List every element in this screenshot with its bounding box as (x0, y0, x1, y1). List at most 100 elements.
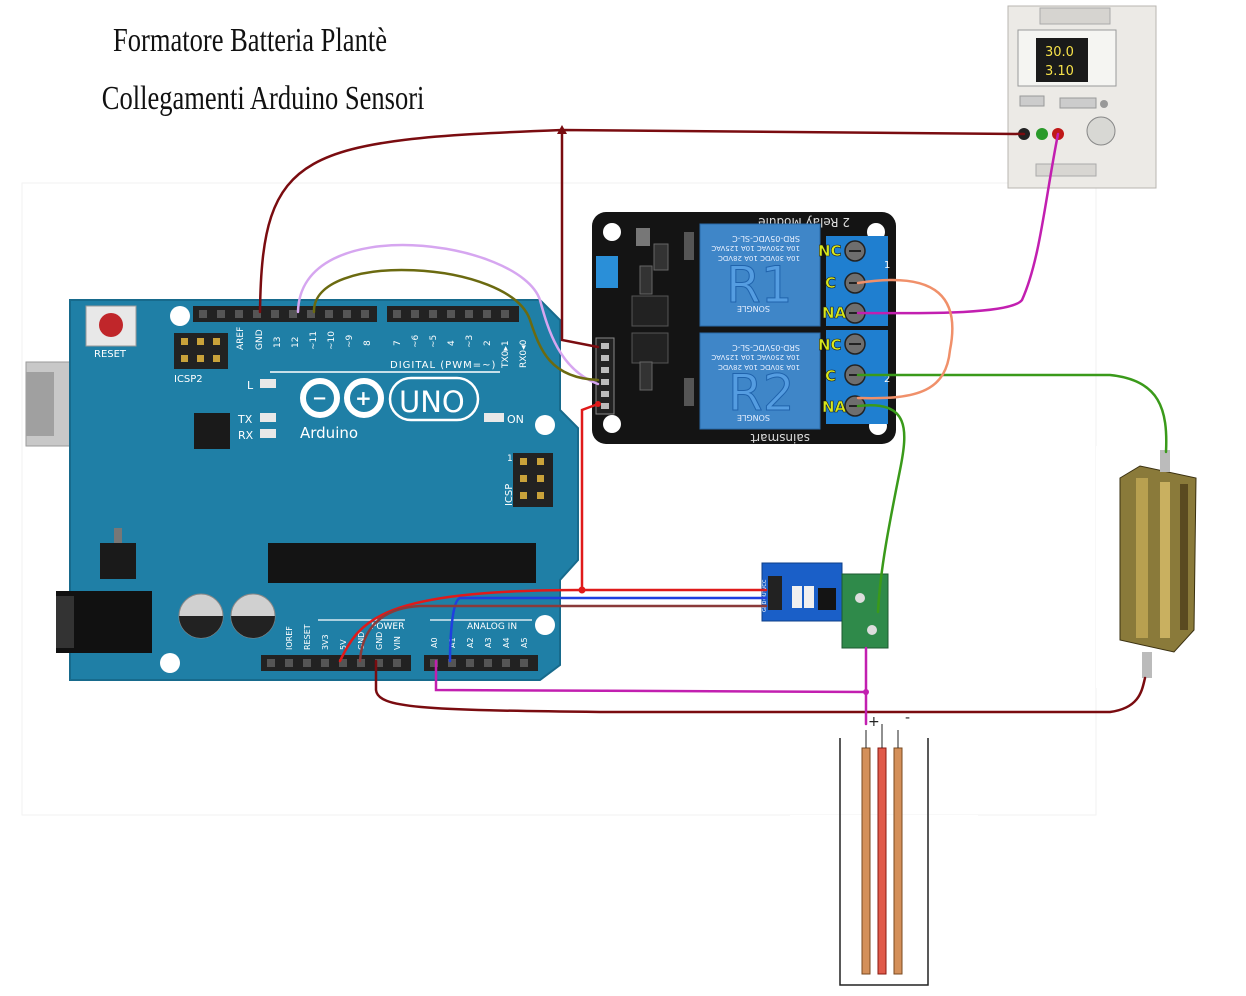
terminal-c-1: C (825, 274, 836, 292)
icsp2-label: ICSP2 (174, 374, 203, 385)
wire-relay-resistor (856, 373, 1168, 454)
diagram-title: Formatore Batteria Plantè (113, 22, 387, 59)
pin-label-8: 8 (363, 340, 373, 346)
digital-label: DIGITAL (PWM=~) (390, 360, 496, 371)
psu-terminal-ground (1036, 128, 1048, 140)
relay-brand: sainsmart (750, 431, 810, 445)
power-pin-vin: VIN (393, 636, 402, 650)
pin-label-2: 2 (483, 340, 493, 346)
wire-arrow (557, 125, 567, 134)
wire-pin11 (312, 268, 600, 382)
relay2-text3: 10A 30VDC 10A 28VDC (718, 363, 800, 371)
model-label: UNO (399, 385, 465, 419)
wire-gnd-battery (374, 659, 1147, 714)
relay2-text: SRD-05VDC-SL-C (732, 343, 800, 352)
relay-number-1: 1 (884, 260, 890, 271)
relay1-text: SRD-05VDC-SL-C (732, 234, 800, 243)
pin-label-4: 4 (447, 340, 457, 346)
terminal-na-2: NA (822, 398, 847, 416)
relay-r2-label: R2 (728, 364, 795, 422)
power-label: POWER (371, 622, 404, 632)
arduino-infinity-logo (300, 378, 384, 418)
battery-minus-label: - (905, 710, 910, 726)
power-resistor (1096, 446, 1222, 688)
analog-pin-a1: A1 (448, 637, 457, 648)
wires (258, 128, 1168, 726)
sensor-label-vcc: VCC (762, 579, 768, 590)
relay1-text3: 10A 30VDC 10A 28VDC (718, 254, 800, 262)
led-on (484, 413, 504, 422)
analog-pin-a2: A2 (466, 637, 475, 648)
analog-pin-a4: A4 (502, 637, 511, 648)
power-header (261, 655, 411, 671)
power-pin-ioref: IOREF (285, 626, 294, 650)
relay-2 (699, 332, 821, 430)
wire-psu-relay-common (560, 128, 600, 349)
analog-pin-a5: A5 (520, 637, 529, 648)
wire-relay-sensor (856, 403, 906, 614)
power-supply: 30.0 3.10 (1007, 5, 1157, 189)
plate-negative-right (893, 747, 903, 975)
pin-label-12: 12 (291, 337, 301, 348)
pin-label-9: ~9 (345, 334, 355, 348)
relay2-text4: SONGLE (737, 413, 770, 422)
atmega-chip (268, 543, 536, 583)
psu-voltage: 30.0 (1045, 45, 1074, 60)
svg-text:+: + (355, 386, 372, 410)
reset-button (99, 313, 123, 337)
plate-negative-left (861, 747, 871, 975)
power-pin-3v3: 3V3 (321, 634, 330, 650)
power-pin-gnd1: GND (357, 632, 366, 650)
current-sensor: VCC OUT GND (761, 562, 889, 649)
pin-label-tx: TX0▸1 (501, 340, 511, 369)
wire-a0-battery (434, 646, 868, 694)
plate-positive (877, 747, 887, 975)
led-label-rx: RX (238, 429, 254, 442)
pin-label-7: 7 (393, 340, 403, 346)
svg-text:−: − (312, 388, 327, 409)
pin-label-3: ~3 (465, 335, 475, 348)
pin-label-aref: AREF (236, 327, 246, 350)
plante-battery-cell: + - (790, 710, 978, 996)
wire-gnd-psu (258, 128, 1026, 314)
terminal-nc-1: NC (818, 242, 842, 260)
led-label-tx: TX (237, 413, 253, 426)
arduino-logo-text: Arduino (300, 424, 358, 442)
power-pin-gnd2: GND (375, 632, 384, 650)
wire-sensor-a1 (448, 596, 768, 663)
psu-display (1036, 38, 1088, 82)
wire-sensor-gnd (358, 604, 768, 663)
relay1-text4: SONGLE (737, 304, 770, 313)
relay-1 (699, 223, 821, 327)
pin-label-10: ~10 (327, 331, 337, 350)
terminal-c-2: C (825, 367, 836, 385)
analog-label: ANALOG IN (467, 622, 517, 632)
led-label-l: L (247, 379, 254, 392)
terminal-na-1: NA (822, 304, 847, 322)
power-pin-reset: RESET (303, 624, 312, 650)
wire-psu-relay (856, 132, 1060, 315)
led-l (260, 379, 276, 388)
pin-label-11: ~11 (309, 331, 319, 350)
terminal-nc-2: NC (818, 336, 842, 354)
led-tx (260, 413, 276, 422)
psu-current: 3.10 (1045, 64, 1074, 79)
chip-small (194, 413, 230, 449)
analog-pin-a3: A3 (484, 637, 493, 648)
power-pin-5v: 5V (339, 639, 348, 650)
battery-plus-label: + (868, 714, 880, 730)
icsp-pin1: 1 (507, 454, 513, 464)
relay1-text2: 10A 250VAC 10A 125VAC (711, 244, 800, 252)
pin-label-6: ~6 (411, 334, 421, 348)
wire-relay-bridge (856, 278, 954, 400)
analog-pin-a0: A0 (430, 637, 439, 648)
wire-pin12 (296, 243, 600, 386)
pin-label-rx: RX0◂0 (519, 339, 529, 368)
sensor-label-out: OUT (762, 588, 768, 600)
relay2-text2: 10A 250VAC 10A 125VAC (711, 353, 800, 361)
relay-module: 2 Relay Module sainsmart SRD-05VDC-SL-C (592, 212, 896, 445)
reset-label: RESET (94, 349, 127, 360)
pin-label-gnd: GND (255, 329, 265, 350)
arduino-uno-board: RESET ICSP2 AREF GND 13 12 ~11 ~10 ~9 8 (25, 299, 579, 681)
